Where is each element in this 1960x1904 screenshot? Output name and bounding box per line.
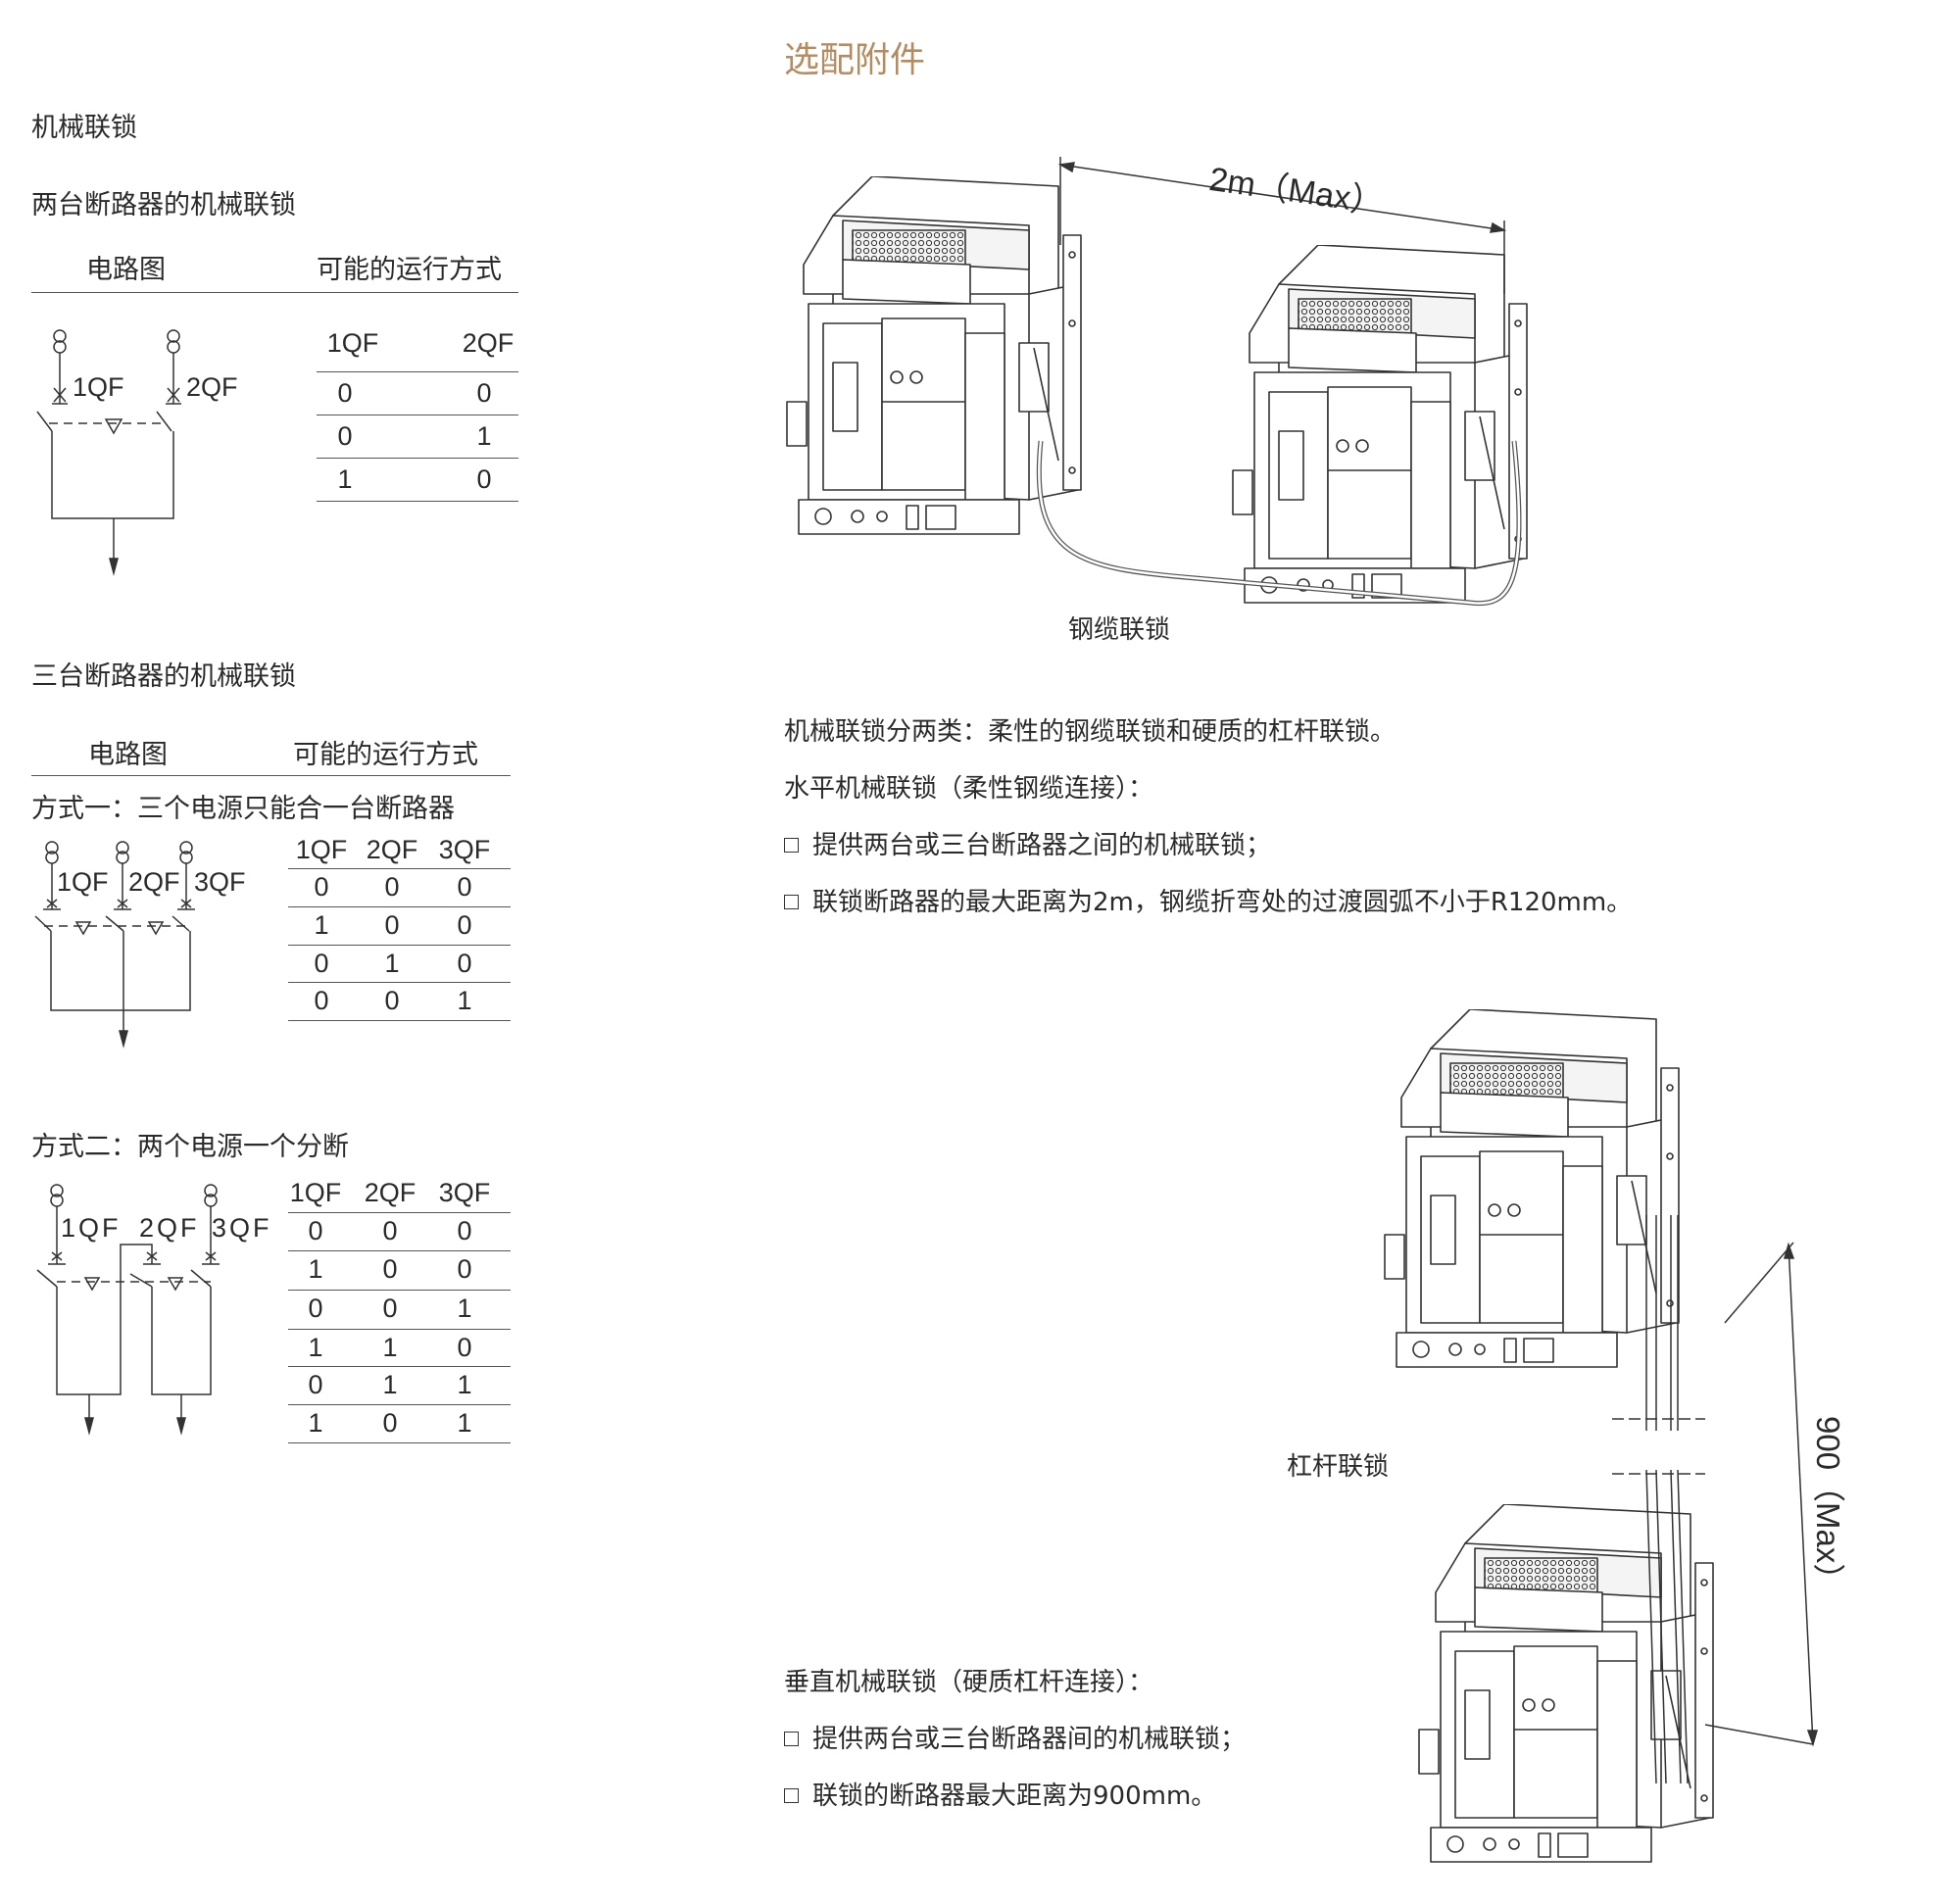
table-cell: 0 xyxy=(476,378,492,408)
table-cell: 0 xyxy=(308,1294,323,1323)
table-header: 2QF xyxy=(366,835,418,864)
col-diagram-label: 电路图 xyxy=(88,740,168,770)
col-diagram-label: 电路图 xyxy=(86,255,166,285)
table-header: 1QF xyxy=(295,835,348,864)
cable-interlock-illustration xyxy=(786,157,1528,607)
row-divider xyxy=(288,982,511,983)
bullet-item: 提供两台或三台断路器间的机械联锁； xyxy=(784,1719,1246,1755)
lever-interlock-illustration xyxy=(1384,1009,1818,1863)
table-cell: 0 xyxy=(314,949,329,978)
table-cell: 1 xyxy=(308,1254,323,1284)
two-breakers-heading: 两台断路器的机械联锁 xyxy=(31,190,296,220)
table-cell: 0 xyxy=(308,1370,323,1399)
breaker-label: 2QF xyxy=(186,372,238,402)
table-cell: 0 xyxy=(384,986,400,1015)
row-divider xyxy=(288,1290,511,1291)
section-heading: 机械联锁 xyxy=(31,113,137,143)
breaker-label: 3QF xyxy=(212,1213,272,1243)
row-divider xyxy=(288,1404,511,1405)
table-header: 2QF xyxy=(462,328,514,358)
table-header: 1QF xyxy=(289,1178,342,1207)
horizontal-heading: 水平机械联锁（柔性钢缆连接）： xyxy=(784,774,1154,804)
table-cell: 1 xyxy=(457,1408,472,1438)
three-breakers-heading: 三台断路器的机械联锁 xyxy=(31,661,296,692)
table-cell: 1 xyxy=(382,1370,398,1399)
divider xyxy=(31,292,518,293)
page-title: 选配附件 xyxy=(784,40,926,80)
table-cell: 1 xyxy=(308,1408,323,1438)
row-divider xyxy=(288,945,511,946)
table-cell: 0 xyxy=(337,421,353,451)
intro-text: 机械联锁分两类：柔性的钢缆联锁和硬质的杠杆联锁。 xyxy=(784,717,1396,747)
vertical-heading: 垂直机械联锁（硬质杠杆连接）： xyxy=(784,1668,1154,1697)
cable-caption: 钢缆联锁 xyxy=(1068,615,1171,645)
table-header: 1QF xyxy=(326,328,379,358)
breaker-label: 1QF xyxy=(73,372,124,402)
two-breaker-circuit-diagram xyxy=(36,329,181,576)
breaker-label: 3QF xyxy=(194,867,246,897)
table-cell: 0 xyxy=(384,910,400,940)
table-cell: 1 xyxy=(337,464,353,494)
row-divider xyxy=(288,1250,511,1251)
table-cell: 0 xyxy=(382,1408,398,1438)
table-header: 3QF xyxy=(438,835,491,864)
table-cell: 1 xyxy=(457,1294,472,1323)
table-cell: 0 xyxy=(382,1294,398,1323)
mode1-circuit-diagram xyxy=(34,841,195,1049)
bullet-item: 提供两台或三台断路器之间的机械联锁； xyxy=(784,825,1271,861)
row-divider xyxy=(288,1329,511,1330)
table-header: 3QF xyxy=(438,1178,491,1207)
table-cell: 0 xyxy=(314,872,329,902)
breaker-illustration xyxy=(1232,245,1528,604)
bullet-item: 联锁断路器的最大距离为2m，钢缆折弯处的过渡圆弧不小于R120mm。 xyxy=(784,882,1632,918)
lever-caption: 杠杆联锁 xyxy=(1287,1452,1390,1482)
breaker-label: 1QF xyxy=(61,1213,122,1243)
checkbox-bullet-icon xyxy=(784,1788,799,1803)
row-divider xyxy=(288,906,511,907)
table-cell: 0 xyxy=(382,1216,398,1245)
breaker-label: 1QF xyxy=(57,867,109,897)
mode2-circuit-diagram xyxy=(36,1184,220,1436)
lever-dimension-label: 900（Max） xyxy=(1810,1416,1846,1596)
table-cell: 0 xyxy=(457,1216,472,1245)
table-cell: 1 xyxy=(382,1333,398,1362)
table-cell: 1 xyxy=(476,421,492,451)
checkbox-bullet-icon xyxy=(784,838,799,853)
breaker-label: 2QF xyxy=(128,867,180,897)
row-divider xyxy=(288,1212,511,1213)
mode2-title: 方式二：两个电源一个分断 xyxy=(31,1132,349,1162)
table-cell: 0 xyxy=(337,378,353,408)
table-cell: 1 xyxy=(457,1370,472,1399)
checkbox-bullet-icon xyxy=(784,895,799,909)
table-cell: 0 xyxy=(457,949,472,978)
row-divider xyxy=(288,868,511,869)
row-divider xyxy=(288,1020,511,1021)
table-cell: 1 xyxy=(308,1333,323,1362)
table-cell: 0 xyxy=(457,1333,472,1362)
breaker-illustration xyxy=(1418,1504,1714,1863)
table-cell: 0 xyxy=(308,1216,323,1245)
table-cell: 0 xyxy=(314,986,329,1015)
table-cell: 0 xyxy=(384,872,400,902)
row-divider xyxy=(288,1366,511,1367)
col-modes-label: 可能的运行方式 xyxy=(293,740,478,770)
mode1-title: 方式一：三个电源只能合一台断路器 xyxy=(31,794,455,824)
checkbox-bullet-icon xyxy=(784,1732,799,1746)
table-header: 2QF xyxy=(364,1178,416,1207)
breaker-illustration xyxy=(1384,1009,1680,1368)
table-cell: 1 xyxy=(457,986,472,1015)
table-cell: 0 xyxy=(382,1254,398,1284)
breaker-label: 2QF xyxy=(139,1213,200,1243)
col-modes-label: 可能的运行方式 xyxy=(317,255,502,285)
bullet-item: 联锁的断路器最大距离为900mm。 xyxy=(784,1776,1216,1812)
divider xyxy=(31,775,511,776)
table-cell: 0 xyxy=(457,910,472,940)
table-cell: 0 xyxy=(457,872,472,902)
table-cell: 0 xyxy=(457,1254,472,1284)
row-divider xyxy=(288,1442,511,1443)
table-cell: 1 xyxy=(314,910,329,940)
table-cell: 1 xyxy=(384,949,400,978)
table-cell: 0 xyxy=(476,464,492,494)
